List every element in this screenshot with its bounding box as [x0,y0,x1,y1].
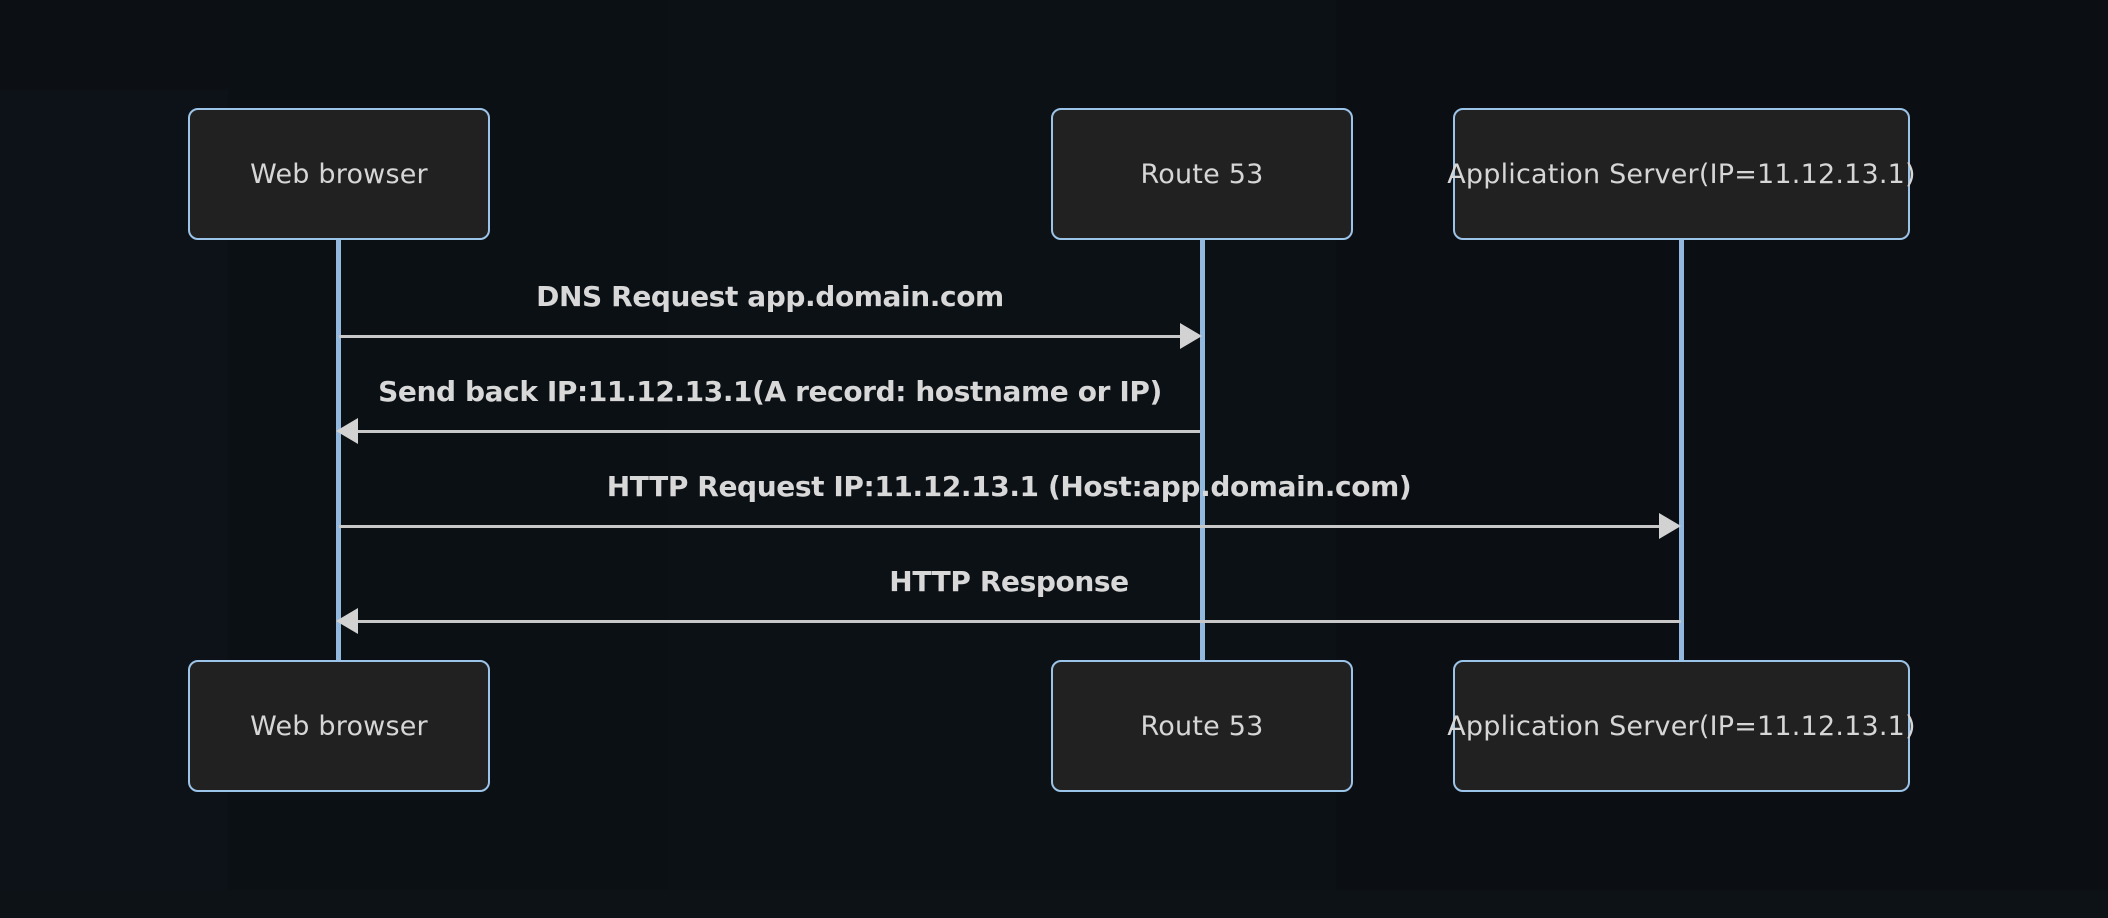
message-line-2 [355,430,1200,433]
message-line-1 [339,335,1197,338]
message-arrowhead-1 [1180,323,1202,349]
participant-box-application-server-top[interactable]: Application Server(IP=11.12.13.1) [1447,108,1916,240]
participant-box-web-browser-top[interactable]: Web browser [188,108,490,240]
lifeline-route-53 [1200,238,1205,668]
participant-box-application-server-bottom[interactable]: Application Server(IP=11.12.13.1) [1447,660,1916,792]
message-line-3 [339,525,1676,528]
message-label-2: Send back IP:11.12.13.1(A record: hostna… [378,375,1162,408]
participant-label-application-server-bottom: Application Server(IP=11.12.13.1) [1447,710,1916,742]
participant-box-route-53-top[interactable]: Route 53 [1051,108,1353,240]
participant-box-web-browser-bottom[interactable]: Web browser [188,660,490,792]
lifeline-application-server [1679,238,1684,668]
message-arrowhead-2 [336,418,358,444]
participant-label-web-browser-top: Web browser [250,158,428,190]
message-label-4: HTTP Response [889,565,1129,598]
participant-label-web-browser-bottom: Web browser [250,710,428,742]
participant-label-route-53-top: Route 53 [1140,158,1264,190]
background-panel-5 [0,890,2108,918]
participant-label-application-server-top: Application Server(IP=11.12.13.1) [1447,158,1916,190]
lifeline-web-browser [336,238,341,668]
message-arrowhead-3 [1659,513,1681,539]
participant-box-route-53-bottom[interactable]: Route 53 [1051,660,1353,792]
message-label-1: DNS Request app.domain.com [536,280,1004,313]
message-line-4 [355,620,1681,623]
participant-label-route-53-bottom: Route 53 [1140,710,1264,742]
message-arrowhead-4 [336,608,358,634]
message-label-3: HTTP Request IP:11.12.13.1 (Host:app.dom… [606,470,1412,503]
